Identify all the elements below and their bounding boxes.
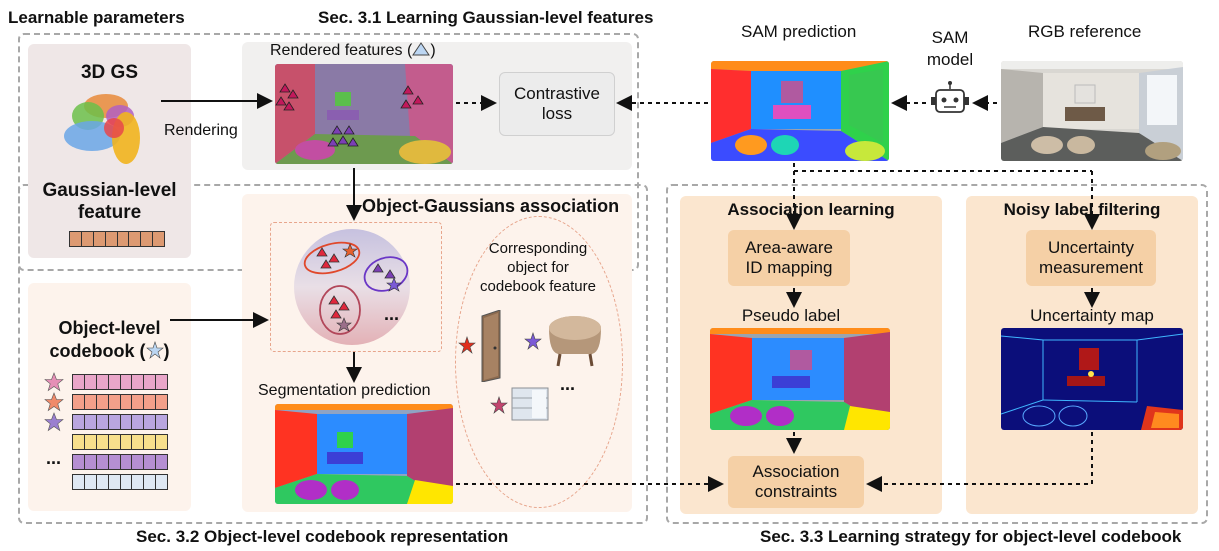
codebook-label-2: codebook () bbox=[28, 341, 191, 362]
rgb-reference-label: RGB reference bbox=[1028, 22, 1142, 41]
rendered-triangles bbox=[275, 83, 424, 147]
learnable-parameters-title: Learnable parameters bbox=[8, 8, 185, 27]
corresponding-object-ellipse bbox=[455, 216, 623, 508]
sphere-ellipsis: ... bbox=[384, 304, 400, 324]
rendered-features-close: ) bbox=[430, 42, 436, 59]
segmentation-prediction-label: Segmentation prediction bbox=[258, 382, 431, 399]
purple-star-icon bbox=[524, 332, 542, 350]
area-aware-line2: ID mapping bbox=[745, 258, 833, 277]
gaussian-panel bbox=[28, 44, 191, 258]
codebook-feature-row bbox=[72, 454, 168, 470]
codebook-feature-row bbox=[72, 474, 168, 490]
codebook-star-icon bbox=[44, 372, 64, 392]
codebook-star-icon bbox=[44, 392, 64, 412]
rendered-features-label: Rendered features () bbox=[270, 42, 436, 60]
segmentation-prediction-image bbox=[275, 404, 453, 504]
gaussian-feature-label-2: feature bbox=[77, 202, 142, 223]
gaussian-blobs-icon bbox=[64, 94, 140, 164]
association-sphere bbox=[294, 229, 410, 345]
uncertainty-map-title: Uncertainty map bbox=[1030, 306, 1154, 325]
star-icon bbox=[145, 341, 164, 359]
codebook-feature-row bbox=[72, 394, 168, 410]
uncertainty-map-image bbox=[1001, 328, 1183, 430]
association-dashed-box bbox=[270, 222, 442, 352]
window-object bbox=[511, 387, 549, 421]
rgb-reference-image bbox=[1001, 61, 1183, 161]
codebook-label-1: Object-level bbox=[58, 318, 161, 338]
codebook-ellipsis: ... bbox=[46, 448, 62, 468]
corresponding-label-2: object for bbox=[507, 259, 569, 276]
codebook-feature-row bbox=[72, 374, 168, 390]
sec31-title: Sec. 3.1 Learning Gaussian-level feature… bbox=[318, 8, 654, 27]
codebook-feature-row bbox=[72, 414, 168, 430]
rendering-label: Rendering bbox=[164, 122, 238, 139]
ottoman-object bbox=[549, 316, 601, 367]
gs3d-label: 3D GS bbox=[80, 62, 139, 83]
corresponding-label-3: codebook feature bbox=[480, 278, 596, 295]
association-constraints-line1: Association bbox=[752, 462, 840, 481]
codebook-star-icon bbox=[44, 412, 64, 432]
noisy-label-filtering-title: Noisy label filtering bbox=[1003, 200, 1161, 219]
pink-star-icon bbox=[490, 396, 508, 414]
area-aware-line1: Area-aware bbox=[745, 238, 833, 257]
sec32-title: Sec. 3.2 Object-level codebook represent… bbox=[136, 527, 509, 546]
codebook-feature-row bbox=[72, 434, 168, 450]
objects-ellipsis: ... bbox=[560, 374, 576, 394]
codebook-label-close: ) bbox=[163, 341, 170, 361]
door-object bbox=[481, 310, 501, 382]
sec33-group bbox=[666, 184, 1208, 524]
uncertainty-line1: Uncertainty bbox=[1048, 238, 1134, 257]
gaussian-feature-label-1: Gaussian-level bbox=[42, 180, 177, 201]
sam-model-label-2: model bbox=[926, 50, 974, 69]
contrastive-loss-line1: Contrastive bbox=[514, 84, 600, 103]
uncertainty-line2: measurement bbox=[1039, 258, 1143, 277]
red-star-icon bbox=[458, 336, 476, 354]
triangle-icon bbox=[412, 42, 431, 56]
association-constraints-line2: constraints bbox=[754, 482, 838, 501]
object-gaussians-association-title: Object-Gaussians association bbox=[362, 196, 620, 216]
rendered-features-text: Rendered features ( bbox=[270, 42, 413, 59]
robot-icon bbox=[931, 81, 969, 113]
corresponding-label-1: Corresponding bbox=[488, 240, 588, 257]
sam-prediction-label: SAM prediction bbox=[741, 22, 857, 41]
contrastive-loss-line2: loss bbox=[541, 104, 573, 123]
sam-prediction-image bbox=[711, 61, 889, 161]
codebook-label-2-text: codebook ( bbox=[49, 341, 146, 361]
sec32-group bbox=[18, 184, 648, 524]
sam-model-label-1: SAM bbox=[931, 28, 969, 47]
sec33-title: Sec. 3.3 Learning strategy for object-le… bbox=[760, 527, 1182, 546]
pseudo-label-title: Pseudo label bbox=[741, 306, 841, 325]
association-learning-title: Association learning bbox=[727, 200, 895, 219]
gaussian-feature-strip bbox=[69, 231, 165, 247]
pseudo-label-image bbox=[710, 328, 890, 430]
